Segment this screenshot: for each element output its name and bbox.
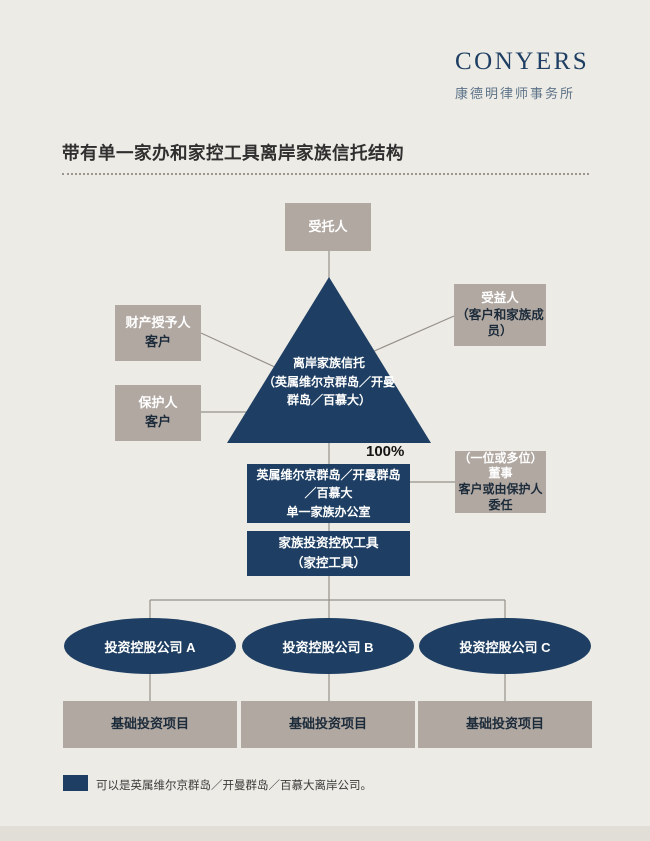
ownership-percent: 100% (366, 443, 405, 460)
investment-box-c: 基础投资项目 (418, 701, 592, 748)
page-title: 带有单一家办和家控工具离岸家族信托结构 (62, 143, 404, 163)
holding-vehicle-box: 家族投资控权工具 （家控工具） (247, 531, 410, 576)
holding-vehicle-line1: 家族投资控权工具 (278, 536, 379, 551)
brand-chinese-name: 康德明律师事务所 (455, 86, 576, 101)
holding-company-b-label: 投资控股公司 B (282, 639, 374, 655)
protector-box: 保护人 客户 (115, 385, 201, 441)
investment-c-label: 基础投资项目 (465, 716, 544, 732)
brand: CONYERS 康德明律师事务所 (455, 48, 589, 102)
beneficiaries-box: 受益人 （客户和家族成员） (454, 284, 546, 346)
trust-label-line1: 离岸家族信托 (292, 356, 365, 370)
directors-role: （一位或多位）董事 (458, 450, 543, 481)
family-office-line2: ／百慕大 (304, 486, 353, 501)
directors-who: 客户或由保护人委任 (458, 482, 543, 512)
holding-vehicle-line2: （家控工具） (290, 555, 366, 570)
dotted-divider (62, 173, 589, 175)
investment-box-a: 基础投资项目 (63, 701, 237, 748)
holding-company-b: 投资控股公司 B (242, 618, 414, 674)
settlor-who: 客户 (144, 334, 171, 349)
beneficiaries-role: 受益人 (481, 290, 519, 305)
conyers-logo: CONYERS (455, 48, 590, 75)
beneficiaries-who: （客户和家族成员） (456, 307, 544, 339)
holding-company-a: 投资控股公司 A (64, 618, 236, 674)
trust-label-line3: 群岛／百慕大） (286, 393, 371, 407)
settlor-box: 财产授予人 客户 (115, 305, 201, 361)
investment-box-b: 基础投资项目 (241, 701, 415, 748)
settlor-role: 财产授予人 (125, 315, 191, 331)
trust-label-line2: （英属维尔京群岛／开曼 (262, 374, 395, 389)
family-office-line3: 单一家族办公室 (286, 504, 371, 519)
legend-text: 可以是英属维尔京群岛／开曼群岛／百慕大离岸公司。 (96, 780, 372, 792)
investment-a-label: 基础投资项目 (110, 716, 189, 732)
investment-b-label: 基础投资项目 (288, 716, 367, 732)
directors-box: （一位或多位）董事 客户或由保护人委任 (455, 451, 546, 513)
trust-triangle (227, 277, 431, 443)
family-office-box: 英属维尔京群岛／开曼群岛 ／百慕大 单一家族办公室 (247, 464, 410, 523)
trustee-box: 受托人 (285, 203, 371, 251)
legend-swatch (63, 775, 88, 791)
protector-role: 保护人 (138, 395, 178, 411)
footer-band (0, 826, 650, 841)
protector-who: 客户 (144, 414, 171, 429)
family-office-line1: 英属维尔京群岛／开曼群岛 (256, 467, 401, 482)
holding-company-a-label: 投资控股公司 A (104, 639, 196, 655)
trust-triangle-label: 离岸家族信托 （英属维尔京群岛／开曼 群岛／百慕大） (249, 354, 409, 410)
holding-company-c: 投资控股公司 C (419, 618, 591, 674)
holding-company-c-label: 投资控股公司 C (459, 639, 551, 655)
trustee-label: 受托人 (308, 218, 348, 234)
